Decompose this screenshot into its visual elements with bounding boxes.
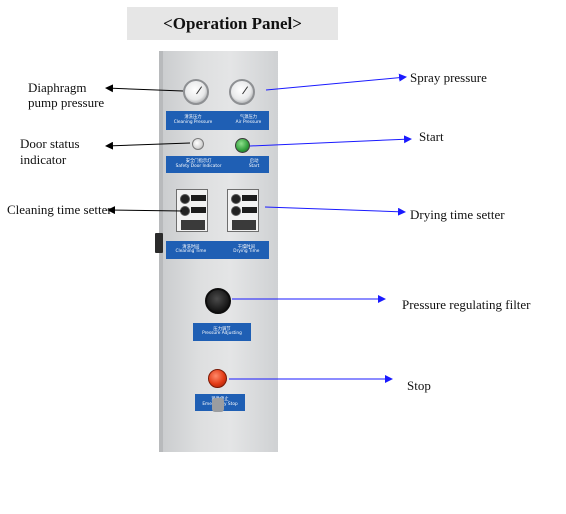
plate-en-drying-time: Drying Time xyxy=(233,249,260,254)
gauge-label-plate: 清洗压力 Cleaning Pressure 气源压力 Air Pressure xyxy=(166,111,269,130)
arrow-diaphragm xyxy=(105,84,184,93)
drying-time-setter[interactable] xyxy=(227,189,259,232)
arrow-door-status xyxy=(105,141,191,150)
diagram-title: <Operation Panel> xyxy=(127,7,338,40)
drying-timer-dial-2 xyxy=(231,206,241,216)
arrow-spray-pressure xyxy=(265,73,407,91)
start-button[interactable] xyxy=(235,138,250,153)
label-start: Start xyxy=(419,129,444,144)
timer-label-plate: 清洗时间 Cleaning Time 干燥时间 Drying Time xyxy=(166,241,269,259)
cleaning-timer-digits xyxy=(191,195,206,201)
arrow-drying-time xyxy=(264,206,406,216)
drying-timer-digits-2 xyxy=(242,207,257,213)
plate-en-start: Start xyxy=(248,163,260,169)
plate-cn-cleaning-pressure: 清洗压力 xyxy=(184,115,202,120)
plate-en-pressure-adjusting: Pressure Adjusting xyxy=(202,331,242,336)
plate-cn-drying-time: 干燥时间 xyxy=(237,244,255,250)
plate-cn-cleaning-time: 清洗时间 xyxy=(182,244,200,250)
door-status-lamp xyxy=(192,138,204,150)
label-door-line2: indicator xyxy=(20,152,67,167)
plate-cn-air-pressure: 气源压力 xyxy=(239,115,258,120)
door-start-label-plate: 安全门指示灯 Safety Door Indicator 启动 Start xyxy=(166,156,269,173)
drying-timer-knob xyxy=(232,220,256,230)
label-door-line1: Door status xyxy=(20,136,80,151)
key-switch[interactable] xyxy=(212,398,224,412)
cleaning-timer-dial xyxy=(180,194,190,204)
diaphragm-pressure-gauge xyxy=(183,79,209,105)
label-cleaning-time: Cleaning time setter xyxy=(7,202,112,217)
stop-button[interactable] xyxy=(208,369,227,388)
label-diaphragm-line1: Diaphragm xyxy=(28,80,87,95)
pressure-regulating-knob[interactable] xyxy=(205,288,231,314)
label-drying-time: Drying time setter xyxy=(410,207,505,222)
label-pressure-filter: Pressure regulating filter xyxy=(402,297,531,312)
cleaning-timer-digits-2 xyxy=(191,207,206,213)
plate-en-cleaning-time: Cleaning Time xyxy=(175,249,207,254)
spray-pressure-gauge xyxy=(229,79,255,105)
plate-en-safety-door: Safety Door Indicator xyxy=(175,163,222,169)
plate-cn-safety-door: 安全门指示灯 xyxy=(185,159,212,164)
pressure-label-plate: 压力调节 Pressure Adjusting xyxy=(193,323,251,341)
arrow-cleaning-time xyxy=(107,206,183,215)
label-stop: Stop xyxy=(407,378,431,393)
door-latch xyxy=(155,233,163,253)
plate-en-air-pressure: Air Pressure xyxy=(235,119,262,125)
label-diaphragm-line2: pump pressure xyxy=(28,95,105,110)
label-spray-pressure: Spray pressure xyxy=(410,70,487,85)
arrow-start xyxy=(249,135,412,147)
cleaning-timer-knob xyxy=(181,220,205,230)
plate-en-cleaning-pressure: Cleaning Pressure xyxy=(173,119,213,125)
plate-cn-pressure-adjusting: 压力调节 xyxy=(213,326,231,332)
drying-timer-dial xyxy=(231,194,241,204)
plate-cn-start: 启动 xyxy=(249,159,259,164)
drying-timer-digits xyxy=(242,195,257,201)
